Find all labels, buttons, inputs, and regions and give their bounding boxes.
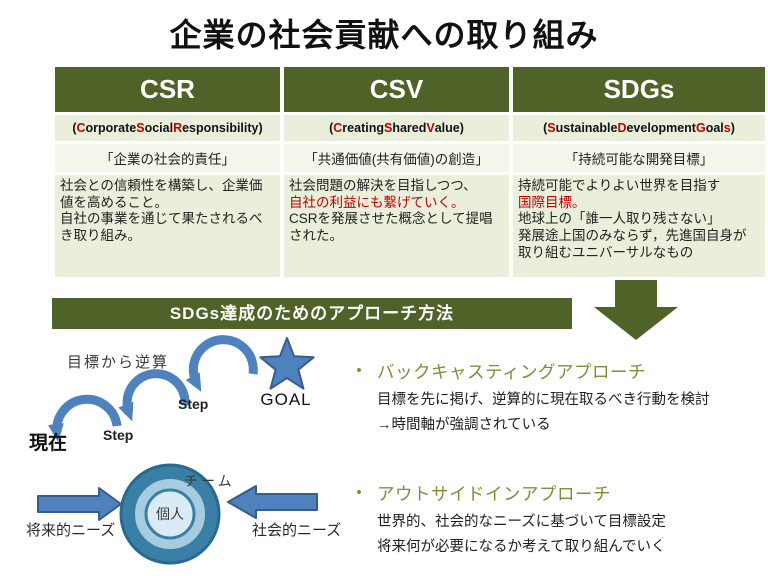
- goal-star-icon: [259, 337, 315, 390]
- table-description-sdgs: 持続可能でよりよい世界を目指す国際目標。地球上の「誰一人取り残さない」発展途上国…: [513, 175, 765, 277]
- text-segment: s: [723, 121, 731, 135]
- bullet-backcasting: • バックキャスティングアプローチ 目標を先に掲げ、逆算的に現在取るべき行動を検…: [352, 359, 764, 438]
- text-segment: (: [72, 121, 77, 135]
- bullet-heading: バックキャスティングアプローチ: [377, 362, 646, 382]
- table-description-csv: 社会問題の解決を目指しつつ、自社の利益にも繋げていく。CSRを発展させた概念とし…: [284, 175, 509, 277]
- text-segment: ): [730, 121, 735, 135]
- text-segment: esponsibility): [182, 121, 263, 135]
- text-segment: S: [383, 121, 393, 135]
- reverse-calc-label: 目標から逆算: [67, 354, 170, 371]
- text-segment: oal: [705, 121, 724, 135]
- text-segment: C: [333, 121, 343, 135]
- table-quote-csv: 「共通価値(共有価値)の創造」: [284, 144, 509, 172]
- individual-label: 個人: [156, 506, 184, 522]
- bullet-dot-icon: •: [356, 362, 362, 379]
- bullet-heading: アウトサイドインアプローチ: [377, 483, 611, 504]
- table-header-csr: CSR: [55, 67, 280, 112]
- bullet-line: 目標を先に掲げ、逆算的に現在取るべき行動を検討: [377, 392, 710, 408]
- text-segment: hared: [392, 121, 427, 135]
- bullet-dot-icon: •: [356, 483, 362, 501]
- step-lower-label: Step: [103, 427, 134, 443]
- bullet-outside-in: • アウトサイドインアプローチ 世界的、社会的なニーズに基づいて目標設定 将来何…: [352, 481, 764, 560]
- text-segment: G: [695, 121, 706, 135]
- down-arrow-shape: [594, 280, 678, 340]
- text-segment: ustainable: [555, 121, 618, 135]
- table-quote-sdgs: 「持続可能な開発目標」: [513, 144, 765, 172]
- text-segment: evelopment: [626, 121, 696, 135]
- social-needs-arrow: [227, 485, 318, 519]
- table-description-csr: 社会との信頼性を構築し、企業価値を高めること。自社の事業を通じて果たされるべき取…: [55, 175, 280, 277]
- future-needs-label: 将来的ニーズ: [26, 522, 116, 539]
- table-header-sdgs: SDGs: [513, 67, 765, 112]
- bullet-line: 世界的、社会的なニーズに基づいて目標設定: [377, 513, 666, 530]
- text-segment: CSRを発展させた概念として提唱された。: [289, 211, 493, 244]
- text-segment: reating: [342, 121, 384, 135]
- text-segment: R: [173, 121, 183, 135]
- present-label: 現在: [29, 433, 68, 454]
- bullet-content: バックキャスティングアプローチ 目標を先に掲げ、逆算的に現在取るべき行動を検討 …: [377, 359, 709, 438]
- text-segment: (: [329, 121, 334, 135]
- table-quote-csr: 「企業の社会的責任」: [55, 144, 280, 172]
- bullet-content: アウトサイドインアプローチ 世界的、社会的なニーズに基づいて目標設定 将来何が必…: [377, 481, 666, 560]
- bullet-line: 将来何が必要になるか考えて取り組んでいく: [377, 538, 666, 555]
- bullet-line: →時間軸が強調されている: [377, 416, 551, 433]
- text-segment: 国際目標。: [518, 194, 586, 210]
- text-segment: 社会問題の解決を目指しつつ、: [289, 178, 477, 193]
- text-segment: orporate: [85, 121, 137, 135]
- text-segment: 社会との信頼性を構築し、企業価値を高めること。: [60, 178, 263, 210]
- text-segment: 持続可能でよりよい世界を目指す: [518, 178, 721, 193]
- text-segment: 自社の事業を通じて果たされるべき取り組み。: [60, 211, 263, 244]
- text-segment: S: [547, 121, 556, 135]
- text-segment: C: [76, 121, 86, 135]
- text-segment: alue): [434, 121, 464, 135]
- text-segment: D: [617, 121, 627, 135]
- text-segment: 地球上の「誰一人取り残さない」: [518, 211, 721, 227]
- step-upper-label: Step: [178, 396, 209, 412]
- table-header-csv: CSV: [284, 67, 509, 112]
- arc-arrow-middle: [118, 369, 190, 422]
- page-title: 企業の社会貢献への取り組み: [169, 17, 599, 53]
- approach-banner: SDGs達成のためのアプローチ方法: [52, 298, 572, 329]
- text-segment: (: [543, 121, 548, 135]
- team-label: チーム: [184, 473, 235, 489]
- approach-bullet-list: • バックキャスティングアプローチ 目標を先に掲げ、逆算的に現在取るべき行動を検…: [352, 359, 764, 560]
- social-needs-label: 社会的ニーズ: [252, 522, 342, 539]
- text-segment: V: [426, 121, 435, 135]
- arc-arrow-right: [185, 335, 258, 392]
- goal-label: GOAL: [260, 390, 312, 409]
- text-segment: S: [136, 121, 145, 135]
- text-segment: ocial: [144, 121, 174, 135]
- future-needs-arrow: [37, 487, 122, 521]
- text-segment: 発展途上国のみならず，先進国自身が取り組むユニバーサルなもの: [518, 228, 747, 260]
- text-segment: 自社の利益にも繋げていく。: [289, 194, 465, 210]
